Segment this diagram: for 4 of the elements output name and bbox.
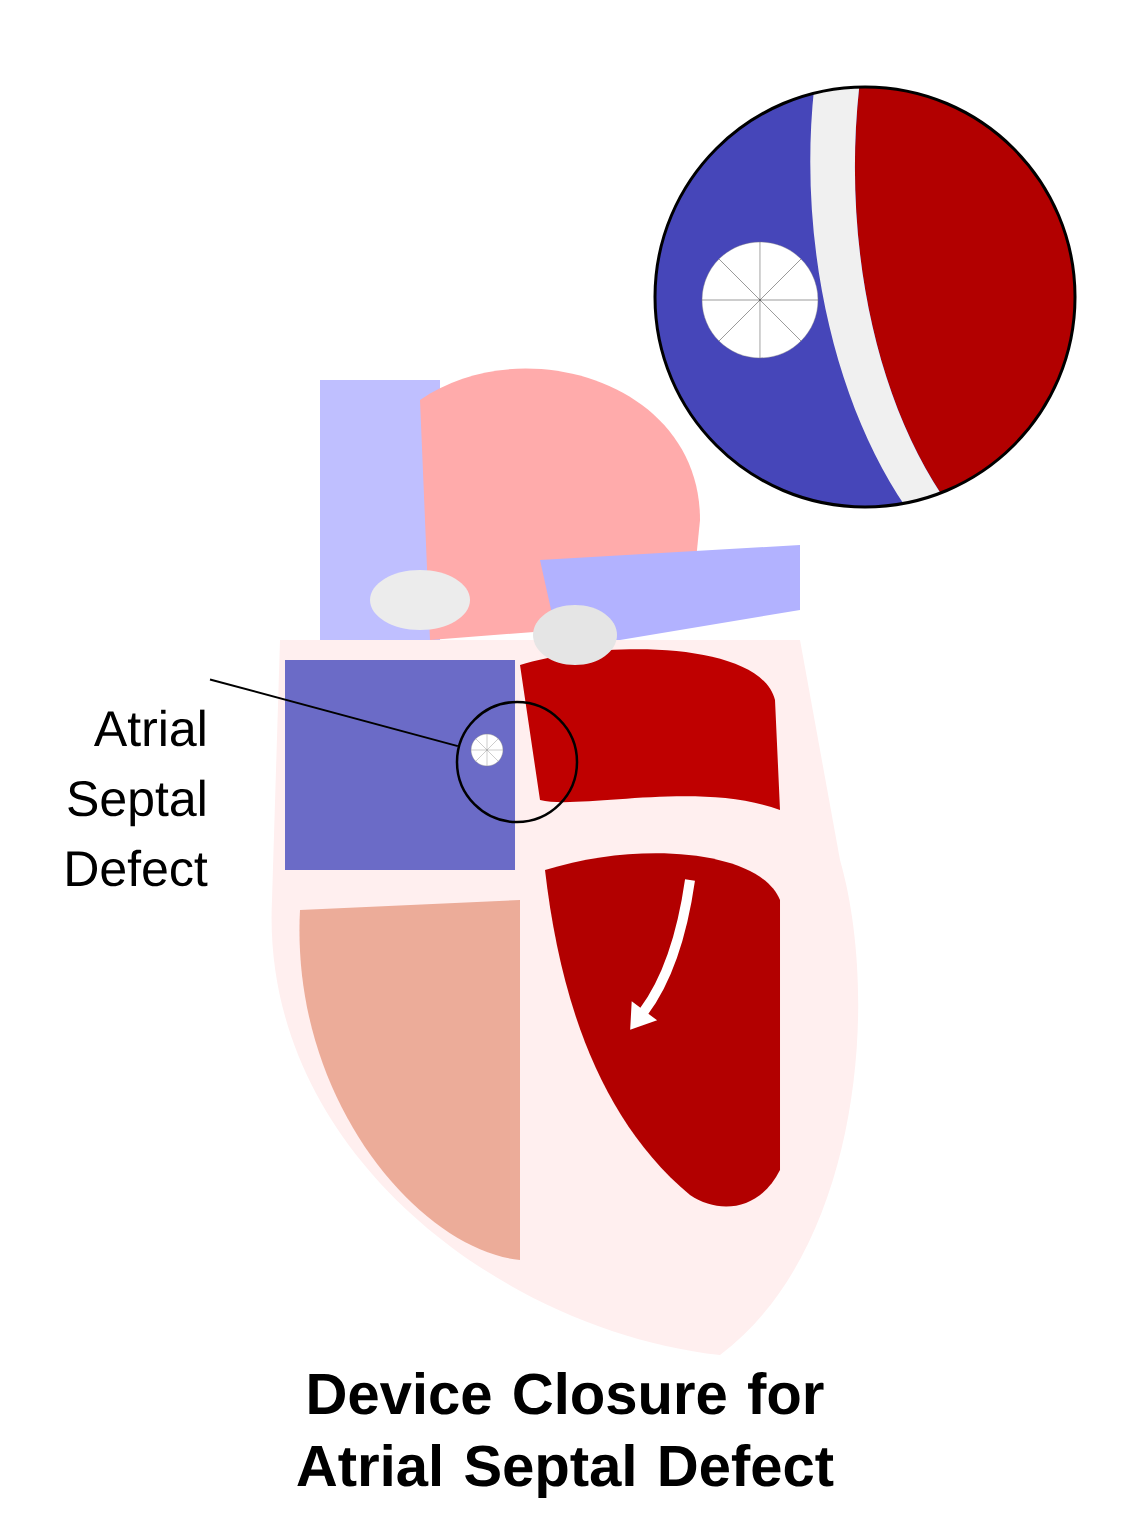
leader-line xyxy=(209,678,459,748)
title: Device Closure for Atrial Septal Defect xyxy=(297,1372,834,1499)
magnifier-circle xyxy=(455,700,579,824)
callout-label: Atrial Septal Defect xyxy=(67,709,208,887)
